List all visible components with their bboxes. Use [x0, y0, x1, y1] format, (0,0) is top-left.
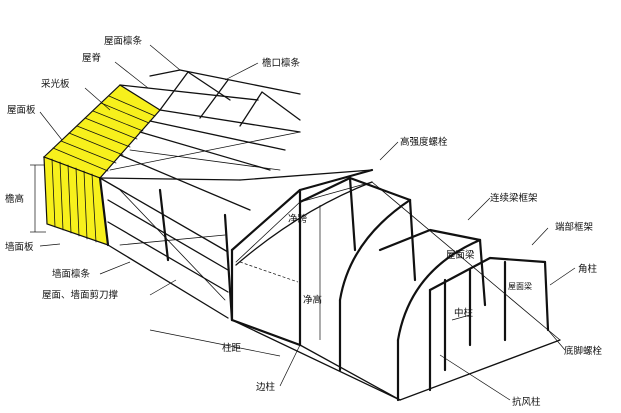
leader-lines: [39, 44, 576, 401]
label-wall-purlin: 墙面檩条: [52, 268, 91, 280]
dimension-lines: [30, 164, 321, 357]
label-roof-panel: 屋面板: [7, 104, 36, 116]
label-anchor-bolt: 底脚螺栓: [564, 345, 603, 357]
label-skylight-panel: 采光板: [41, 78, 70, 90]
label-eave-purlin: 檐口檩条: [262, 57, 301, 69]
label-roof-purlin: 屋面檩条: [104, 35, 143, 47]
label-continuous-frame: 连续梁框架: [490, 192, 538, 204]
label-end-frame: 端部框架: [555, 221, 594, 233]
label-hs-bolt: 高强度螺栓: [400, 136, 448, 148]
floor-outline: [231, 181, 561, 401]
label-clear-span: 净跨: [288, 213, 308, 225]
frame-1: [298, 176, 417, 372]
wall-panel-ribs: [51, 158, 97, 243]
label-bracing: 屋面、墙面剪刀撑: [42, 289, 119, 301]
steel-frame: [98, 69, 373, 322]
label-wall-panel: 墙面板: [5, 241, 34, 253]
label-clear-height: 净高: [303, 294, 322, 306]
label-eave-height: 檐高: [5, 193, 24, 205]
label-roof-beam-small: 屋面梁: [508, 282, 532, 291]
label-corner-column: 角柱: [578, 263, 598, 275]
frame-2: [378, 228, 487, 402]
label-bay-spacing: 柱距: [222, 342, 242, 354]
label-middle-column: 中柱: [454, 307, 474, 319]
label-roof-beam: 屋面梁: [446, 249, 475, 261]
label-ridge: 屋脊: [82, 52, 102, 64]
label-side-column: 边柱: [256, 381, 276, 393]
yellow-panels: [42, 84, 161, 246]
labels: 屋面檩条 屋脊 采光板 屋面板 檐口檩条 高强度螺栓 檐高 墙面板 净跨 连续梁…: [5, 35, 603, 408]
roof-panel-ribs: [52, 95, 156, 172]
end-frame: [428, 256, 550, 392]
label-wind-column: 抗风柱: [512, 396, 541, 408]
